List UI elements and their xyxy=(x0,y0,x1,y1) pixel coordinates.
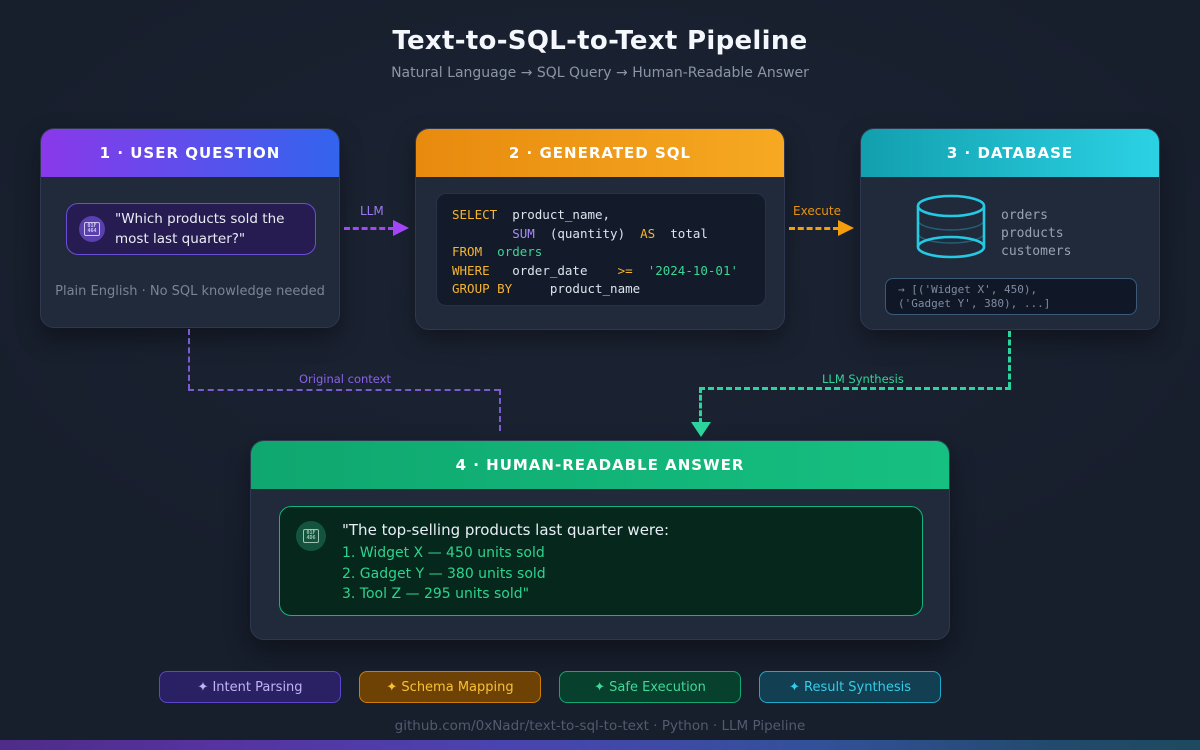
badge-safe-execution: ✦ Safe Execution xyxy=(559,671,741,703)
synthesis-connector-label: LLM Synthesis xyxy=(822,372,904,386)
card-generated-sql-header: 2 · GENERATED SQL xyxy=(416,129,784,177)
db-result-line: → [('Widget X', 450), xyxy=(898,283,1038,296)
sql-code-line: SUM (quantity) AS total xyxy=(512,225,708,241)
sql-code-line: SELECT product_name, xyxy=(452,207,611,222)
db-table-name: products xyxy=(1001,226,1064,241)
context-connector-segment xyxy=(499,389,501,431)
sql-code-line: GROUP BY product_name xyxy=(452,281,641,297)
badge-intent-parsing: ✦ Intent Parsing xyxy=(159,671,341,703)
card-generated-sql: 2 · GENERATED SQL SELECT product_name, S… xyxy=(415,128,785,330)
badge-schema-mapping: ✦ Schema Mapping xyxy=(359,671,541,703)
answer-item: 1. Widget X — 450 units sold xyxy=(342,545,545,561)
execute-arrow-label: Execute xyxy=(793,204,841,218)
bottom-gradient-strip xyxy=(0,740,1200,750)
sql-code: SELECT product_name, SUM (quantity) AS t… xyxy=(436,193,766,306)
synthesis-connector-segment xyxy=(699,387,702,424)
llm-arrow-line xyxy=(344,227,394,230)
user-question-note: Plain English · No SQL knowledge needed xyxy=(55,284,325,299)
db-result-snippet: → [('Widget X', 450),('Gadget Y', 380), … xyxy=(885,278,1137,315)
context-connector-label: Original context xyxy=(299,372,391,386)
db-result-line: ('Gadget Y', 380), ...] xyxy=(898,297,1051,310)
footer-repo-text: github.com/0xNadr/text-to-sql-to-text · … xyxy=(394,718,806,734)
db-table-name: customers xyxy=(1001,244,1072,259)
database-cylinder-icon xyxy=(916,194,986,259)
synthesis-arrow-head xyxy=(691,422,711,437)
card-database-header: 3 · DATABASE xyxy=(861,129,1159,177)
answer-item: 2. Gadget Y — 380 units sold xyxy=(342,565,546,582)
context-connector-segment xyxy=(188,329,190,390)
llm-arrow-label: LLM xyxy=(360,204,384,218)
sql-code-line: FROM orders xyxy=(452,244,543,260)
synthesis-connector-segment xyxy=(699,387,1011,390)
card-database: 3 · DATABASE orders products customers → [… xyxy=(860,128,1160,330)
answer-item: 3. Tool Z — 295 units sold" xyxy=(342,586,530,602)
answer-items: 1. Widget X — 450 units sold 2. Gadget Y … xyxy=(342,543,902,605)
synthesis-connector-segment xyxy=(1008,331,1011,388)
user-question-text: "Which products sold the most last quart… xyxy=(115,210,285,247)
sql-code-line: WHERE order_date >= '2024-10-01' xyxy=(452,262,739,278)
card-user-question-header: 1 · USER QUESTION xyxy=(41,129,339,177)
page-subtitle: Natural Language → SQL Query → Human-Rea… xyxy=(391,65,809,81)
card-answer-header: 4 · HUMAN-READABLE ANSWER xyxy=(251,441,949,489)
execute-arrow-head xyxy=(838,220,854,236)
badge-result-synthesis: ✦ Result Synthesis xyxy=(759,671,941,703)
db-tables: orders products customers xyxy=(1001,207,1071,261)
execute-arrow-line xyxy=(789,227,839,230)
db-table-name: orders xyxy=(1001,208,1048,223)
llm-arrow-head xyxy=(393,220,409,236)
page-title: Text-to-SQL-to-Text Pipeline xyxy=(392,26,808,56)
context-connector-segment xyxy=(188,389,500,391)
answer-lead-text: "The top-selling products last quarter w… xyxy=(342,521,670,539)
